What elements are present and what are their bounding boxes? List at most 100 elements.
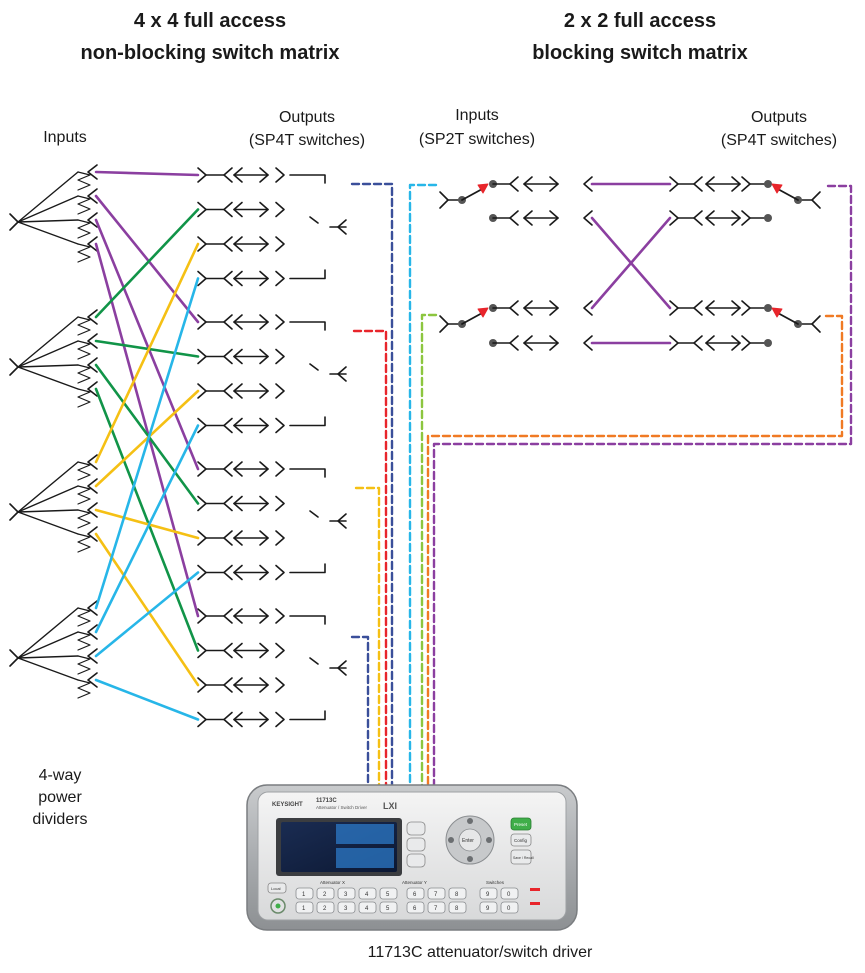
row-male-2 — [741, 300, 751, 316]
chain-port — [275, 348, 285, 365]
right-title-line1: 2 x 2 full access — [563, 10, 717, 32]
sp2t-input-connector — [439, 315, 449, 333]
right-title-line2: blocking switch matrix — [532, 42, 748, 64]
sp4t-output-switches — [197, 167, 347, 728]
contact-dot-out — [764, 180, 772, 188]
row-female — [509, 300, 519, 316]
contact-dot-out — [764, 339, 772, 347]
row-male-2 — [741, 210, 751, 226]
chain-port — [275, 608, 285, 624]
divider-output-connector — [87, 624, 98, 640]
chain-female — [223, 201, 233, 218]
divider-branch — [17, 657, 79, 681]
adapter-right — [259, 677, 269, 693]
divider-input-connector — [9, 503, 19, 521]
cable-purple-cross-b — [590, 216, 672, 310]
number-key — [427, 887, 446, 900]
divider-resistor — [77, 340, 91, 360]
row-male-2 — [741, 176, 751, 192]
number-key — [448, 887, 467, 900]
right-inputs-label-line1: Inputs — [455, 107, 499, 124]
divider-branch — [17, 511, 79, 535]
number-key-label: 0 — [507, 892, 511, 898]
divider-output-connector — [87, 188, 98, 204]
adapter-right — [259, 530, 269, 546]
adapter-right — [731, 210, 741, 226]
blocking-matrix — [439, 176, 821, 351]
number-key — [316, 901, 335, 914]
divider-output-connector — [87, 357, 98, 373]
divider-resistor — [77, 631, 91, 651]
adapter-right — [259, 564, 269, 581]
number-key-label: 9 — [486, 906, 490, 912]
divider-resistor — [77, 607, 91, 627]
dividers-label-line1: 4-way — [38, 767, 82, 784]
chain-female — [223, 642, 233, 659]
divider-resistor — [77, 364, 91, 384]
row-female — [509, 210, 519, 226]
switch-blade — [309, 216, 319, 224]
divider-output-connector — [87, 309, 98, 325]
switch-pole-bottom — [289, 563, 326, 574]
chain-female — [223, 417, 233, 434]
chain-port — [275, 711, 285, 728]
number-key-label: 2 — [323, 892, 327, 898]
adapter-right — [549, 335, 559, 351]
divider-branch — [17, 221, 79, 245]
adapter-right — [259, 167, 269, 183]
switch-common-connector — [337, 366, 347, 382]
cable-yellow — [94, 508, 200, 540]
instrument-caption: 11713C attenuator/switch driver — [367, 944, 593, 961]
cable-cyan — [94, 678, 200, 721]
switch-common-connector — [337, 219, 347, 235]
chain-port — [275, 461, 285, 477]
switch-blade — [309, 363, 319, 371]
cable-green — [94, 387, 200, 652]
row-female-2 — [583, 300, 593, 316]
number-key-label: 1 — [302, 892, 306, 898]
adapter-right — [259, 461, 269, 477]
number-key-label: 9 — [486, 892, 490, 898]
row-female-3 — [693, 300, 703, 316]
chain-female — [223, 495, 233, 512]
adapter-right — [259, 608, 269, 624]
contact-dot-out — [764, 304, 772, 312]
divider-branch — [17, 655, 79, 659]
power-led — [275, 903, 281, 909]
switches-label: Switches — [486, 880, 505, 885]
crossover-cables — [94, 170, 200, 721]
number-key — [479, 901, 498, 914]
control-cable-red — [352, 329, 388, 792]
chain-female — [223, 677, 233, 693]
divider-resistor — [77, 461, 91, 481]
divider-output-connector — [87, 212, 98, 228]
divider-resistor — [77, 485, 91, 505]
chain-port — [275, 564, 285, 581]
divider-output-connector — [87, 164, 98, 180]
control-cable-lime — [420, 313, 438, 792]
adapter-right — [731, 176, 741, 192]
save-recall-label: Save / Recall — [513, 856, 534, 860]
divider-branch — [17, 485, 79, 513]
dividers-label-line3: dividers — [32, 811, 88, 828]
preset-label: Preset — [514, 822, 528, 827]
contact-dot-out — [764, 214, 772, 222]
switch-common-connector — [337, 513, 347, 529]
number-key — [479, 887, 498, 900]
divider-input-connector — [9, 358, 19, 376]
chain-port — [275, 642, 285, 659]
right-outputs-label-line1: Outputs — [750, 109, 808, 126]
row-female-3 — [693, 210, 703, 226]
number-key-label: 4 — [365, 906, 369, 912]
number-key-label: 7 — [434, 906, 438, 912]
number-key-label: 0 — [507, 906, 511, 912]
chain-female — [223, 383, 233, 399]
chain-female — [223, 270, 233, 287]
softkey — [406, 821, 426, 836]
number-key-label: 5 — [386, 906, 390, 912]
number-key-label: 6 — [413, 906, 417, 912]
cable-green — [94, 363, 200, 505]
adapter-right — [259, 314, 269, 330]
number-key — [500, 887, 519, 900]
cable-purple — [94, 218, 200, 471]
